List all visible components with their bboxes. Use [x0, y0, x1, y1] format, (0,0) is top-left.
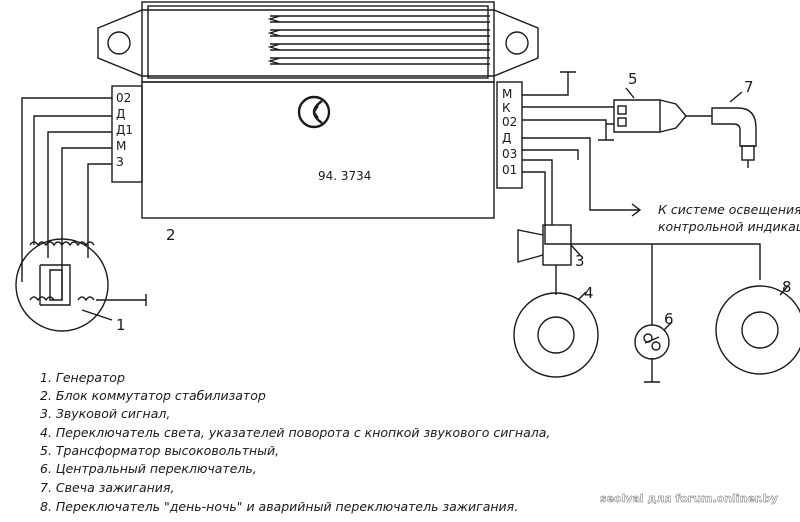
spark-plug	[711, 91, 757, 168]
pin-label: 02	[116, 91, 131, 105]
legend-item: 6. Центральный переключатель,	[40, 461, 257, 476]
pin-label: М	[502, 87, 512, 101]
pin-label: 03	[502, 147, 517, 161]
ignition-transformer	[598, 87, 712, 141]
generator-wires	[21, 97, 112, 300]
legend-item: 3. Звуковой сигнал,	[40, 406, 170, 421]
caption-line: К системе освещения и	[658, 202, 800, 217]
legend-item: 4. Переключатель света, указателей повор…	[40, 425, 550, 440]
block-model-label: 94. 3734	[318, 169, 371, 183]
legend-item: 8. Переключатель "день-ночь" и аварийный…	[40, 499, 518, 514]
callout-5: 5	[628, 70, 638, 88]
pin-label: К	[502, 101, 511, 115]
manufacturer-logo-icon	[297, 95, 331, 129]
legend-item: 2. Блок коммутатор стабилизатор	[40, 388, 266, 403]
watermark: seolval для forum.onliner.by	[600, 492, 778, 505]
light-switch-4	[513, 291, 599, 378]
generator	[15, 238, 147, 332]
pin-label: 02	[502, 115, 517, 129]
callout-7: 7	[744, 78, 754, 96]
callout-8: 8	[782, 278, 792, 296]
central-switch-6	[634, 321, 673, 360]
legend-item: 7. Свеча зажигания,	[40, 480, 174, 495]
pin-label: Д	[502, 131, 511, 145]
lighting-arrow-caption: К системе освещения и контрольной индика…	[658, 202, 800, 234]
cooling-fins	[267, 15, 490, 65]
pin-label: 01	[502, 163, 517, 177]
pin-label: Д1	[116, 123, 133, 137]
horn	[517, 224, 581, 266]
pin-label: М	[116, 139, 126, 153]
callout-4: 4	[584, 284, 594, 302]
legend-item: 1. Генератор	[40, 370, 125, 385]
caption-line: контрольной индикации	[658, 219, 800, 234]
callout-3: 3	[575, 252, 585, 270]
legend: 1. Генератор 2. Блок коммутатор стабилиз…	[40, 370, 550, 514]
callout-2: 2	[166, 226, 176, 244]
callout-6: 6	[664, 310, 674, 328]
callout-1: 1	[116, 316, 126, 334]
left-connector-pins: 02 Д Д1 М З	[116, 91, 133, 169]
commutator-block	[97, 1, 539, 219]
pin-label: З	[116, 155, 124, 169]
pin-label: Д	[116, 107, 125, 121]
right-connector-pins: М К 02 Д 03 01	[502, 87, 517, 177]
day-night-switch-8	[715, 285, 800, 375]
legend-item: 5. Трансформатор высоковольтный,	[40, 443, 279, 458]
callout-numbers: 1 2 3 4 5 6 7 8	[116, 70, 792, 334]
